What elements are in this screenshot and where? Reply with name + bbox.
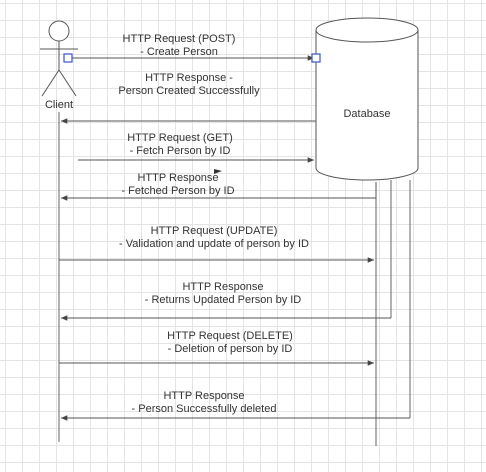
actor-left-leg (41, 69, 60, 97)
message-label: HTTP Request (UPDATE) - Validation and u… (119, 225, 309, 250)
database-label: Database (343, 108, 391, 120)
actor-right-leg (58, 69, 77, 97)
message-label: HTTP Request (POST) - Create Person (122, 33, 236, 58)
cylinder-body (315, 30, 419, 181)
database-cylinder[interactable] (315, 17, 419, 181)
client-actor[interactable] (40, 20, 78, 97)
connection-handle-icon[interactable] (311, 53, 321, 63)
message-label: HTTP Response - Returns Updated Person b… (144, 281, 302, 306)
message-label: HTTP Request (GET) - Fetch Person by ID (127, 132, 233, 157)
client-label: Client (44, 99, 74, 111)
message-label: HTTP Response - Person Successfully dele… (131, 390, 277, 415)
message-label: HTTP Response - Fetched Person by ID (121, 172, 235, 197)
arrow-get-response (61, 182, 377, 201)
stray-arrowhead-icon (214, 169, 222, 174)
message-label: HTTP Response - Person Created Successfu… (118, 72, 260, 97)
cylinder-top (315, 17, 419, 43)
message-label: HTTP Request (DELETE) - Deletion of pers… (167, 330, 293, 355)
connection-handle-icon[interactable] (63, 53, 73, 63)
actor-head (48, 20, 70, 42)
